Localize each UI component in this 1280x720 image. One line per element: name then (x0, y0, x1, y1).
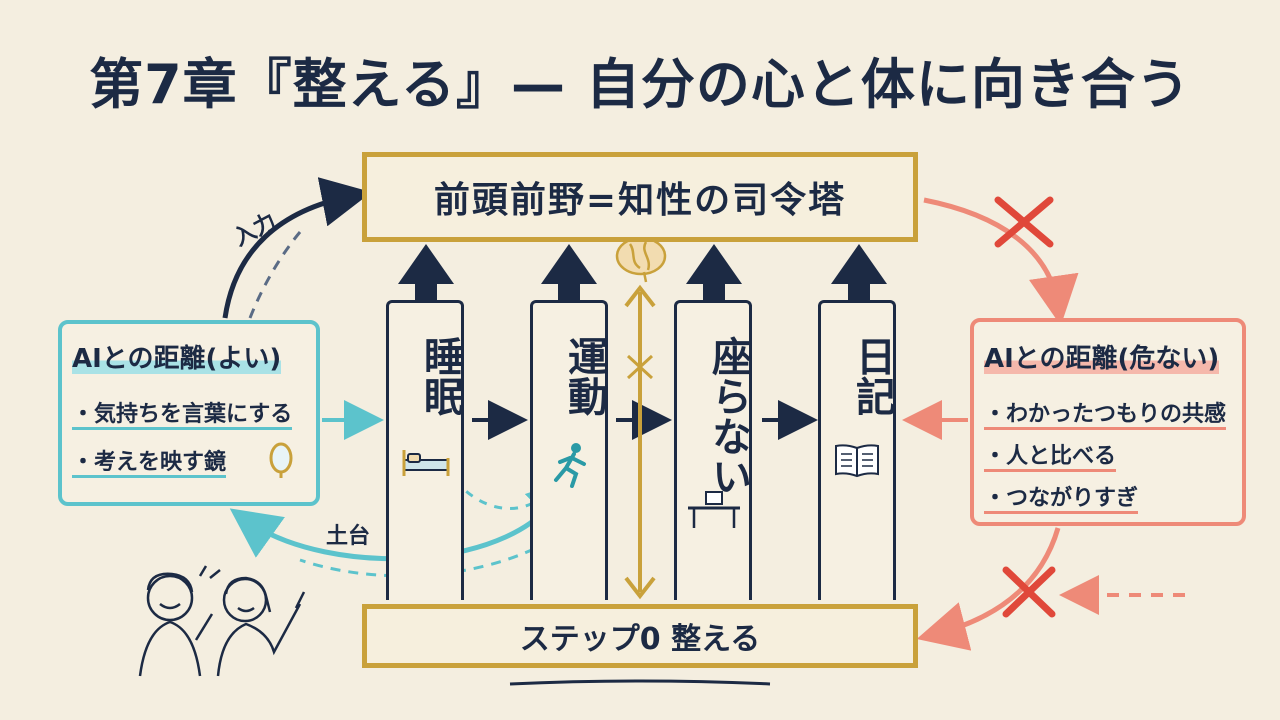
top-to-right-arrow (923, 197, 1079, 326)
double-arrow-icon (624, 284, 656, 600)
x-mark-icon (994, 196, 1054, 248)
pillar-label-sleep: 睡眠 (417, 336, 463, 416)
sleep-to-run-dashed (453, 479, 557, 516)
pillar-sleep (386, 300, 464, 600)
page-title: 第7章『整える』— 自分の心と体に向き合う (89, 53, 1191, 116)
ai-distance-risky-item-1: ・わかったつもりの共感 (984, 396, 1227, 430)
foundation-label: 土台 (326, 524, 371, 549)
foundation-dashed-curve (299, 489, 602, 578)
people-icon (138, 565, 306, 677)
right-to-bottom-arrow (916, 527, 1061, 651)
x-mark-icon (1002, 566, 1056, 618)
ai-distance-good-title: AIとの距離(よい) (72, 338, 282, 375)
step-zero-box: ステップ0 整える (362, 604, 918, 668)
running-person-icon (554, 443, 586, 488)
pillar-exercise (530, 300, 608, 600)
bed-icon (402, 450, 450, 476)
ai-distance-risky-item-3: ・つながりすぎ (984, 480, 1139, 514)
input-dashed-arrow (248, 231, 302, 319)
book-icon (835, 444, 879, 478)
ai-distance-good-item-2: ・考えを映す鏡 (72, 444, 227, 478)
ai-distance-risky-title-text: AIとの距離(危ない) (984, 344, 1220, 374)
pillar-label-no-sitting: 座らない (705, 336, 751, 496)
ai-distance-good-item-1-text: ・気持ちを言葉にする (72, 402, 293, 430)
input-arrow (222, 177, 372, 319)
bottom-underline (509, 679, 771, 686)
pillar-label-exercise: 運動 (561, 336, 607, 416)
ai-distance-risky-title: AIとの距離(危ない) (984, 338, 1220, 375)
desk-icon (688, 491, 740, 528)
ai-distance-good-title-text: AIとの距離(よい) (72, 344, 282, 374)
pillar-no-sitting (674, 300, 752, 600)
pillar-label-diary: 日記 (849, 336, 895, 416)
mirror-icon (269, 442, 293, 478)
ai-distance-risky-item-3-text: ・つながりすぎ (984, 486, 1139, 514)
ai-distance-risky-item-2-text: ・人と比べる (984, 444, 1117, 472)
brain-icon (615, 236, 667, 283)
ai-distance-good-item-1: ・気持ちを言葉にする (72, 396, 293, 430)
up-arrows (398, 244, 887, 304)
ai-distance-risky-item-2: ・人と比べる (984, 438, 1117, 472)
ai-distance-risky-item-1-text: ・わかったつもりの共感 (984, 402, 1227, 430)
ai-distance-good-item-2-text: ・考えを映す鏡 (72, 450, 227, 478)
prefrontal-cortex-box: 前頭前野=知性の司令塔 (362, 152, 918, 242)
